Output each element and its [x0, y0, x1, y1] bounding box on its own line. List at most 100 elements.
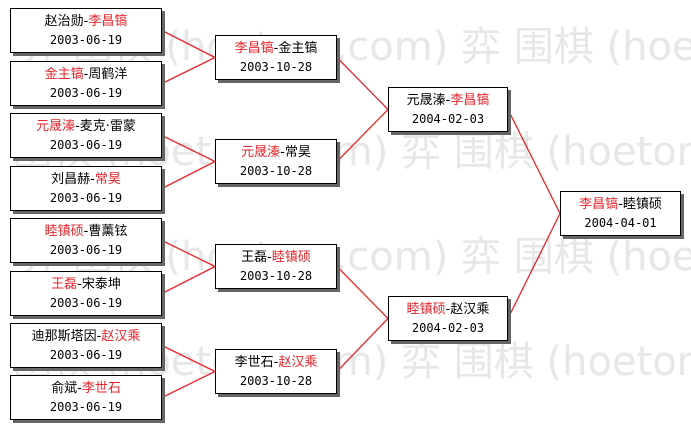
player-name: 元晟溱 — [406, 92, 446, 108]
connector-line — [161, 370, 216, 399]
winner-name: 睦镇硕 — [44, 223, 84, 239]
player-name: 金主镐 — [278, 40, 318, 56]
connector-line — [161, 56, 216, 85]
player-name: 周鹤洋 — [88, 66, 128, 82]
match-players: 李世石-赵汉乘 — [216, 354, 336, 372]
winner-name: 元晟溱 — [241, 144, 281, 160]
connector-line — [336, 57, 389, 110]
separator: - — [75, 118, 80, 134]
winner-name: 赵汉乘 — [278, 354, 318, 370]
match-date: 2003-06-19 — [49, 242, 123, 257]
match-date: 2003-10-28 — [239, 59, 313, 74]
winner-name: 李世石 — [81, 380, 121, 396]
separator: - — [273, 40, 279, 56]
match-players: 元晟溱-李昌镐 — [389, 92, 507, 110]
match-players: 王磊-睦镇硕 — [216, 249, 336, 267]
match-players: 李昌镐-金主镐 — [216, 40, 336, 58]
separator: - — [96, 328, 102, 344]
match-players: 王磊-宋泰坤 — [11, 276, 161, 294]
match-date: 2003-06-19 — [49, 85, 123, 100]
match-players: 金主镐-周鹤洋 — [11, 66, 161, 84]
separator: - — [445, 92, 451, 108]
player-name: 睦镇硕 — [622, 196, 662, 212]
match-date: 2003-10-28 — [239, 268, 313, 283]
match-date: 2003-10-28 — [239, 373, 313, 388]
match-players: 俞斌-李世石 — [11, 380, 161, 398]
separator: - — [77, 380, 82, 396]
match-date: 2003-06-19 — [49, 295, 123, 310]
separator: - — [618, 196, 623, 212]
separator: - — [83, 13, 89, 29]
player-name: 曹薰铉 — [88, 223, 128, 239]
connector-line — [507, 213, 561, 319]
player-name: 王磊 — [241, 249, 268, 265]
match-players: 元晟溱-麦克·雷蒙 — [11, 118, 161, 136]
match-date: 2003-06-19 — [49, 190, 123, 205]
match-date: 2003-06-19 — [49, 32, 123, 47]
player-name: 俞斌 — [51, 380, 78, 396]
connector-line — [161, 265, 216, 295]
winner-name: 睦镇硕 — [271, 249, 311, 265]
player-name: 迪那斯塔因 — [31, 328, 97, 344]
player-name: 麦克·雷蒙 — [79, 118, 136, 134]
winner-name: 李昌镐 — [234, 40, 274, 56]
connector-line — [336, 318, 389, 372]
separator: - — [83, 66, 89, 82]
connector-line — [336, 266, 389, 319]
match-date: 2004-02-03 — [411, 111, 485, 126]
winner-name: 李昌镐 — [88, 13, 128, 29]
connector-line — [161, 239, 216, 268]
match-date: 2003-06-19 — [49, 347, 123, 362]
separator: - — [273, 354, 279, 370]
separator: - — [77, 276, 82, 292]
connector-line — [161, 344, 216, 373]
separator: - — [445, 301, 451, 317]
match-players: 迪那斯塔因-赵汉乘 — [11, 328, 161, 346]
winner-name: 赵汉乘 — [101, 328, 141, 344]
player-name: 赵汉乘 — [450, 301, 490, 317]
match-date: 2003-06-19 — [49, 137, 123, 152]
player-name: 常昊 — [284, 144, 311, 160]
match-date: 2003-10-28 — [239, 163, 313, 178]
match-box-round1: 赵治勋-李昌镐 2003-06-19 — [10, 8, 162, 53]
connector-line — [161, 29, 216, 59]
connector-line — [161, 160, 216, 190]
player-name: 李世石 — [234, 354, 274, 370]
connector-line — [161, 134, 216, 163]
separator: - — [83, 223, 89, 239]
player-name: 赵治勋 — [44, 13, 84, 29]
winner-name: 李昌镐 — [579, 196, 619, 212]
separator: - — [90, 171, 95, 187]
connector-line — [507, 109, 561, 214]
winner-name: 金主镐 — [44, 66, 84, 82]
separator: - — [267, 249, 272, 265]
player-name: 刘昌赫 — [51, 171, 91, 187]
match-players: 睦镇硕-赵汉乘 — [389, 301, 507, 319]
match-players: 元晟溱-常昊 — [216, 144, 336, 162]
match-date: 2004-02-03 — [411, 320, 485, 335]
match-date: 2004-04-01 — [584, 215, 657, 230]
winner-name: 睦镇硕 — [406, 301, 446, 317]
match-date: 2003-06-19 — [49, 399, 123, 414]
match-players: 刘昌赫-常昊 — [11, 171, 161, 189]
winner-name: 李昌镐 — [450, 92, 490, 108]
match-players: 睦镇硕-曹薰铉 — [11, 223, 161, 241]
connector-line — [336, 109, 389, 162]
match-players: 李昌镐-睦镇硕 — [561, 196, 680, 214]
winner-name: 元晟溱 — [36, 118, 76, 134]
